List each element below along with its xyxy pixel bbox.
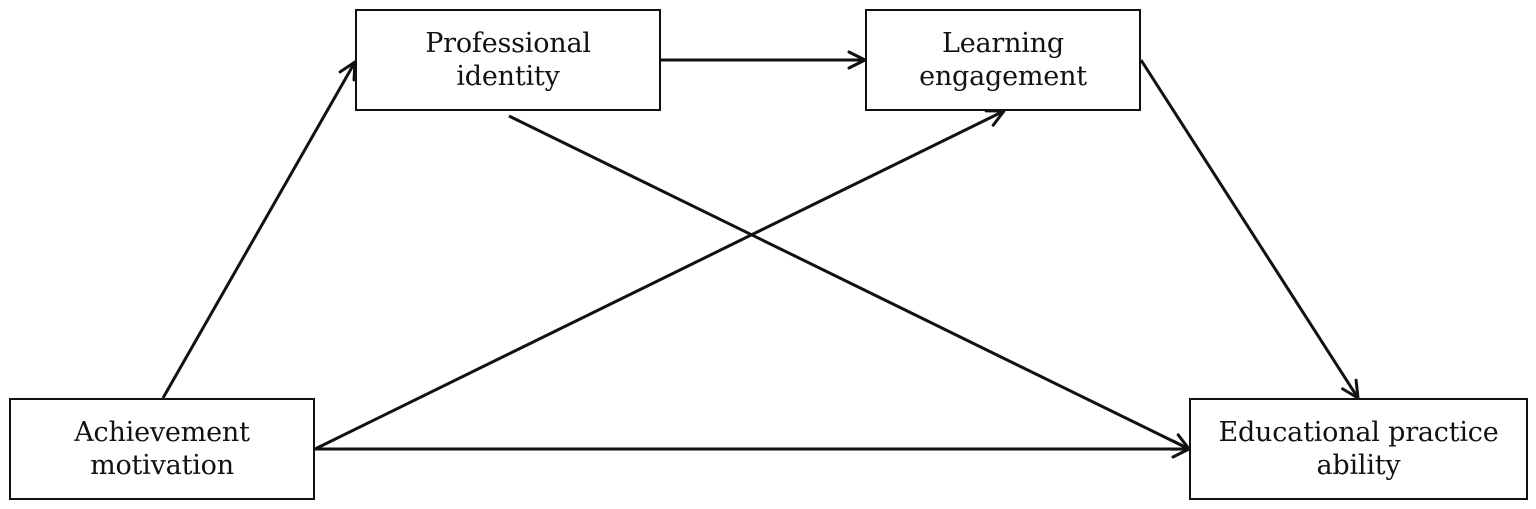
arrow-professional-identity-to-educational-practice-ability: [508, 114, 1191, 451]
arrow-achievement-motivation-to-professional-identity: [161, 60, 357, 399]
node-label-achievement-motivation: Achievement motivation: [74, 417, 250, 481]
node-label-professional-identity: Professional identity: [425, 28, 591, 92]
node-professional-identity: Professional identity: [355, 9, 661, 111]
arrow-learning-engagement-to-educational-practice-ability: [1139, 59, 1360, 400]
node-label-educational-practice-ability: Educational practice ability: [1218, 417, 1499, 481]
arrow-achievement-motivation-to-learning-engagement: [314, 109, 1006, 451]
edges-layer: [161, 50, 1360, 459]
node-label-learning-engagement: Learning engagement: [919, 28, 1087, 92]
node-achievement-motivation: Achievement motivation: [9, 398, 315, 500]
node-learning-engagement: Learning engagement: [865, 9, 1141, 111]
node-educational-practice-ability: Educational practice ability: [1189, 398, 1528, 500]
